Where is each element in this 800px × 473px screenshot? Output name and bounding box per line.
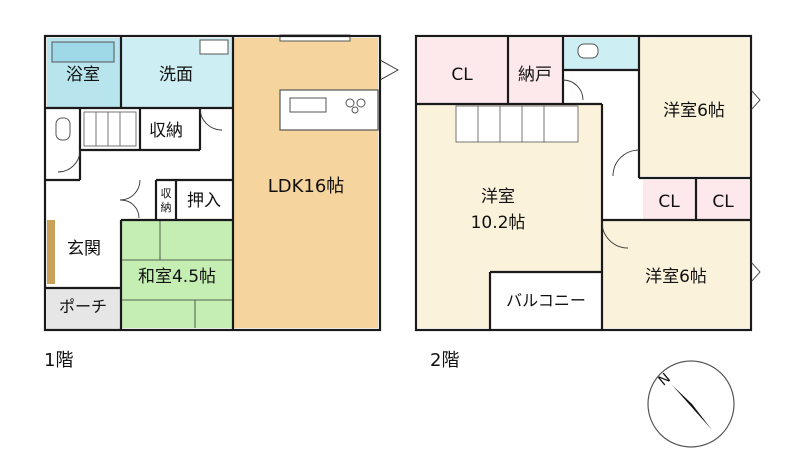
porch-fill [47,288,121,330]
western-ne-fill [639,38,749,176]
stair-2f [455,105,579,143]
toilet-2f [577,43,599,59]
compass-ring [647,360,735,448]
room-label-western-se: 洋室6帖 [645,267,707,287]
room-label-entrance: 玄関 [67,239,101,259]
room-label-closet: 押入 [187,191,221,211]
room-label-cl-mid-left: CL [658,192,680,212]
nando-fill [508,38,563,104]
floor-2: CL 納戸 洋室6帖 洋室 10.2帖 CL CL 洋室6帖 バルコニー 2階 [414,34,761,371]
balcony-fill [490,272,602,328]
compass-needle [672,385,712,430]
floor-2-doors [562,79,761,283]
room-label-washroom: 洗面 [159,65,193,85]
room-label-ldk: LDK16帖 [268,176,345,197]
stair-1f [83,111,137,147]
room-label-nando: 納戸 [518,65,552,85]
toilet-1f [55,117,71,141]
room-label-storage-small-bottom: 納 [161,201,172,214]
cl-mid-right-fill [697,180,749,220]
cl-top-fill [418,38,508,104]
room-label-storage: 収納 [149,121,183,141]
compass-north-label: N [655,370,673,389]
room-label-japanese-room: 和室4.5帖 [138,267,216,287]
floor-1-walls [43,34,382,332]
japanese-room-fill [121,220,233,328]
room-label-storage-small-top: 収 [161,187,172,200]
washbasin [199,39,229,55]
bathtub [51,41,115,63]
room-label-cl-top: CL [451,65,473,85]
kitchen-sink [289,97,327,113]
stove-burner [345,98,355,108]
room-label-western-ne: 洋室6帖 [663,101,725,121]
cl-mid-left-fill [643,180,695,220]
room-label-cl-mid-right: CL [712,192,734,212]
floor-1: 浴室 洗面 収納 LDK16帖 収 納 押入 玄関 和室4.5帖 ポーチ 1階 [43,34,399,371]
room-label-porch: ポーチ [59,297,107,316]
entrance-step [47,220,55,284]
room-label-bath: 浴室 [66,65,100,85]
floor-2-walls [414,34,753,332]
room-label-western-main-line2: 10.2帖 [471,213,526,233]
stove-burner [351,106,359,114]
floor-1-label: 1階 [44,350,73,371]
western-se-fill [602,220,749,328]
toilet-2f-fill [563,38,639,70]
floor-2-label: 2階 [430,350,459,371]
ldk-fill [233,38,378,328]
room-label-western-main-line1: 洋室 [481,187,515,207]
stove-burner [356,98,366,108]
compass: N [647,360,735,448]
room-label-balcony: バルコニー [506,291,586,310]
floor-1-doors [57,59,399,219]
